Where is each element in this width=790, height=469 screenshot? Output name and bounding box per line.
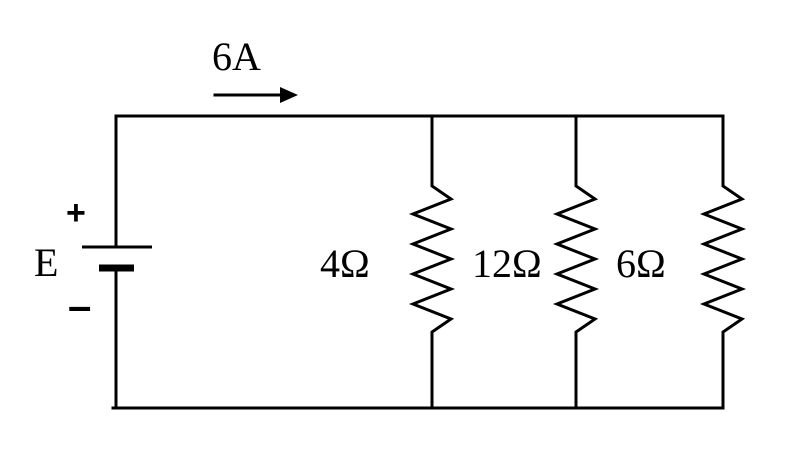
battery-icon: [82, 245, 152, 272]
battery-negative-sign: –: [68, 282, 91, 329]
resistor-6-ohm: [699, 116, 747, 408]
resistor-4-ohm: [408, 116, 456, 408]
current-arrow-icon: [213, 87, 298, 103]
source-label: E: [34, 240, 58, 285]
resistor-label-6-ohm: 6Ω: [616, 241, 666, 286]
resistor-label-4-ohm: 4Ω: [320, 241, 370, 286]
battery-positive-sign: +: [66, 194, 86, 232]
resistor-12-ohm: [552, 116, 600, 408]
resistor-label-12-ohm: 12Ω: [472, 241, 542, 286]
current-label: 6A: [212, 34, 261, 79]
